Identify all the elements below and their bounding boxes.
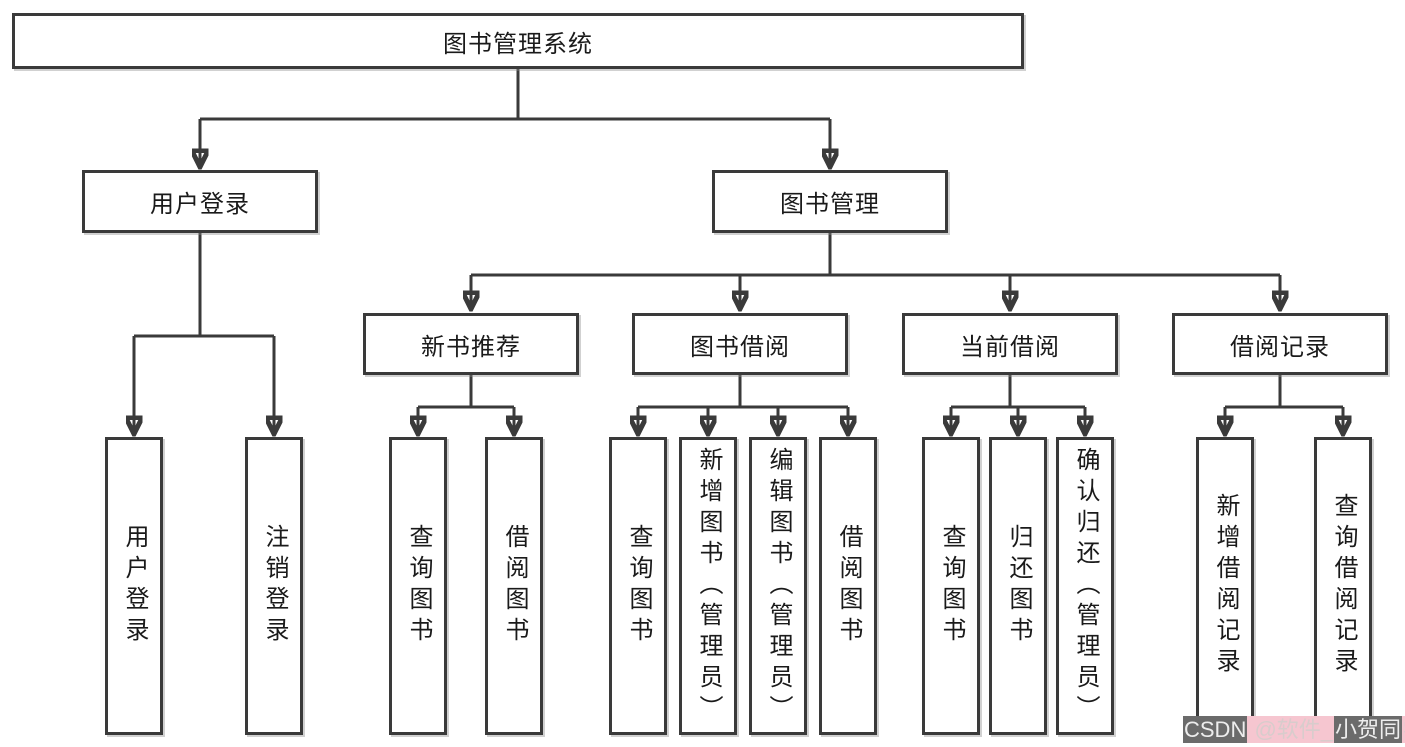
connector-bookmgmt-split bbox=[471, 233, 1280, 277]
connector-borrowrecords-split bbox=[1225, 375, 1343, 409]
leaf-return-books: 归还图书 bbox=[989, 437, 1047, 735]
node-root-label: 图书管理系统 bbox=[443, 30, 593, 58]
leaf-add-borrow-record-label: 新增借阅记录 bbox=[1212, 493, 1239, 679]
csdn-watermark-part1: CSDN bbox=[1183, 716, 1248, 743]
node-borrow-records: 借阅记录 bbox=[1172, 313, 1388, 375]
leaf-query-borrow-record: 查询借阅记录 bbox=[1314, 437, 1372, 735]
leaf-borrow-books-1: 借阅图书 bbox=[485, 437, 543, 735]
node-book-borrow: 图书借阅 bbox=[632, 313, 848, 375]
leaf-query-books-2: 查询图书 bbox=[609, 437, 667, 735]
csdn-watermark-part4: 学 bbox=[1402, 716, 1405, 743]
leaf-user-login-label: 用户登录 bbox=[121, 524, 148, 648]
leaf-add-book-admin: 新增图书（管理员） bbox=[679, 437, 737, 735]
node-book-borrow-label: 图书借阅 bbox=[690, 333, 790, 361]
leaf-edit-book-admin: 编辑图书（管理员） bbox=[749, 437, 807, 735]
connector-currentborrow-split bbox=[951, 375, 1085, 409]
csdn-watermark-part2: @软件_ bbox=[1247, 716, 1335, 743]
leaf-return-books-label: 归还图书 bbox=[1005, 524, 1032, 648]
leaf-add-book-admin-label: 新增图书（管理员） bbox=[695, 446, 722, 726]
leaf-query-books-1: 查询图书 bbox=[389, 437, 447, 735]
node-new-book-recommend: 新书推荐 bbox=[363, 313, 579, 375]
leaf-query-books-2-label: 查询图书 bbox=[625, 524, 652, 648]
leaf-query-borrow-record-label: 查询借阅记录 bbox=[1330, 493, 1357, 679]
leaf-query-books-1-label: 查询图书 bbox=[405, 524, 432, 648]
leaf-logout-login-label: 注销登录 bbox=[261, 524, 288, 648]
leaf-confirm-return-admin-label: 确认归还（管理员） bbox=[1072, 446, 1099, 726]
leaf-edit-book-admin-label: 编辑图书（管理员） bbox=[765, 446, 792, 726]
node-borrow-records-label: 借阅记录 bbox=[1230, 333, 1330, 361]
leaf-borrow-books-2-label: 借阅图书 bbox=[835, 524, 862, 648]
leaf-borrow-books-2: 借阅图书 bbox=[819, 437, 877, 735]
node-current-borrow-label: 当前借阅 bbox=[960, 333, 1060, 361]
connector-bookborrow-split bbox=[638, 375, 848, 409]
csdn-watermark-part3: 小贺同 bbox=[1334, 716, 1403, 743]
node-user-login: 用户登录 bbox=[82, 170, 318, 233]
node-user-login-label: 用户登录 bbox=[150, 191, 250, 218]
leaf-user-login: 用户登录 bbox=[105, 437, 163, 735]
node-book-management-label: 图书管理 bbox=[780, 191, 880, 218]
leaf-query-books-3-label: 查询图书 bbox=[938, 524, 965, 648]
leaf-add-borrow-record: 新增借阅记录 bbox=[1196, 437, 1254, 735]
node-root: 图书管理系统 bbox=[12, 13, 1024, 69]
node-book-management: 图书管理 bbox=[712, 170, 948, 233]
connector-recommend-split bbox=[418, 375, 514, 409]
node-new-book-recommend-label: 新书推荐 bbox=[421, 333, 521, 361]
leaf-borrow-books-1-label: 借阅图书 bbox=[501, 524, 528, 648]
leaf-query-books-3: 查询图书 bbox=[922, 437, 980, 735]
node-current-borrow: 当前借阅 bbox=[902, 313, 1118, 375]
leaf-logout-login: 注销登录 bbox=[245, 437, 303, 735]
connector-root-split bbox=[200, 69, 830, 121]
csdn-watermark: CSDN @软件_小贺同学 bbox=[1183, 715, 1405, 745]
leaf-confirm-return-admin: 确认归还（管理员） bbox=[1056, 437, 1114, 735]
connector-userlogin-split bbox=[134, 233, 274, 338]
